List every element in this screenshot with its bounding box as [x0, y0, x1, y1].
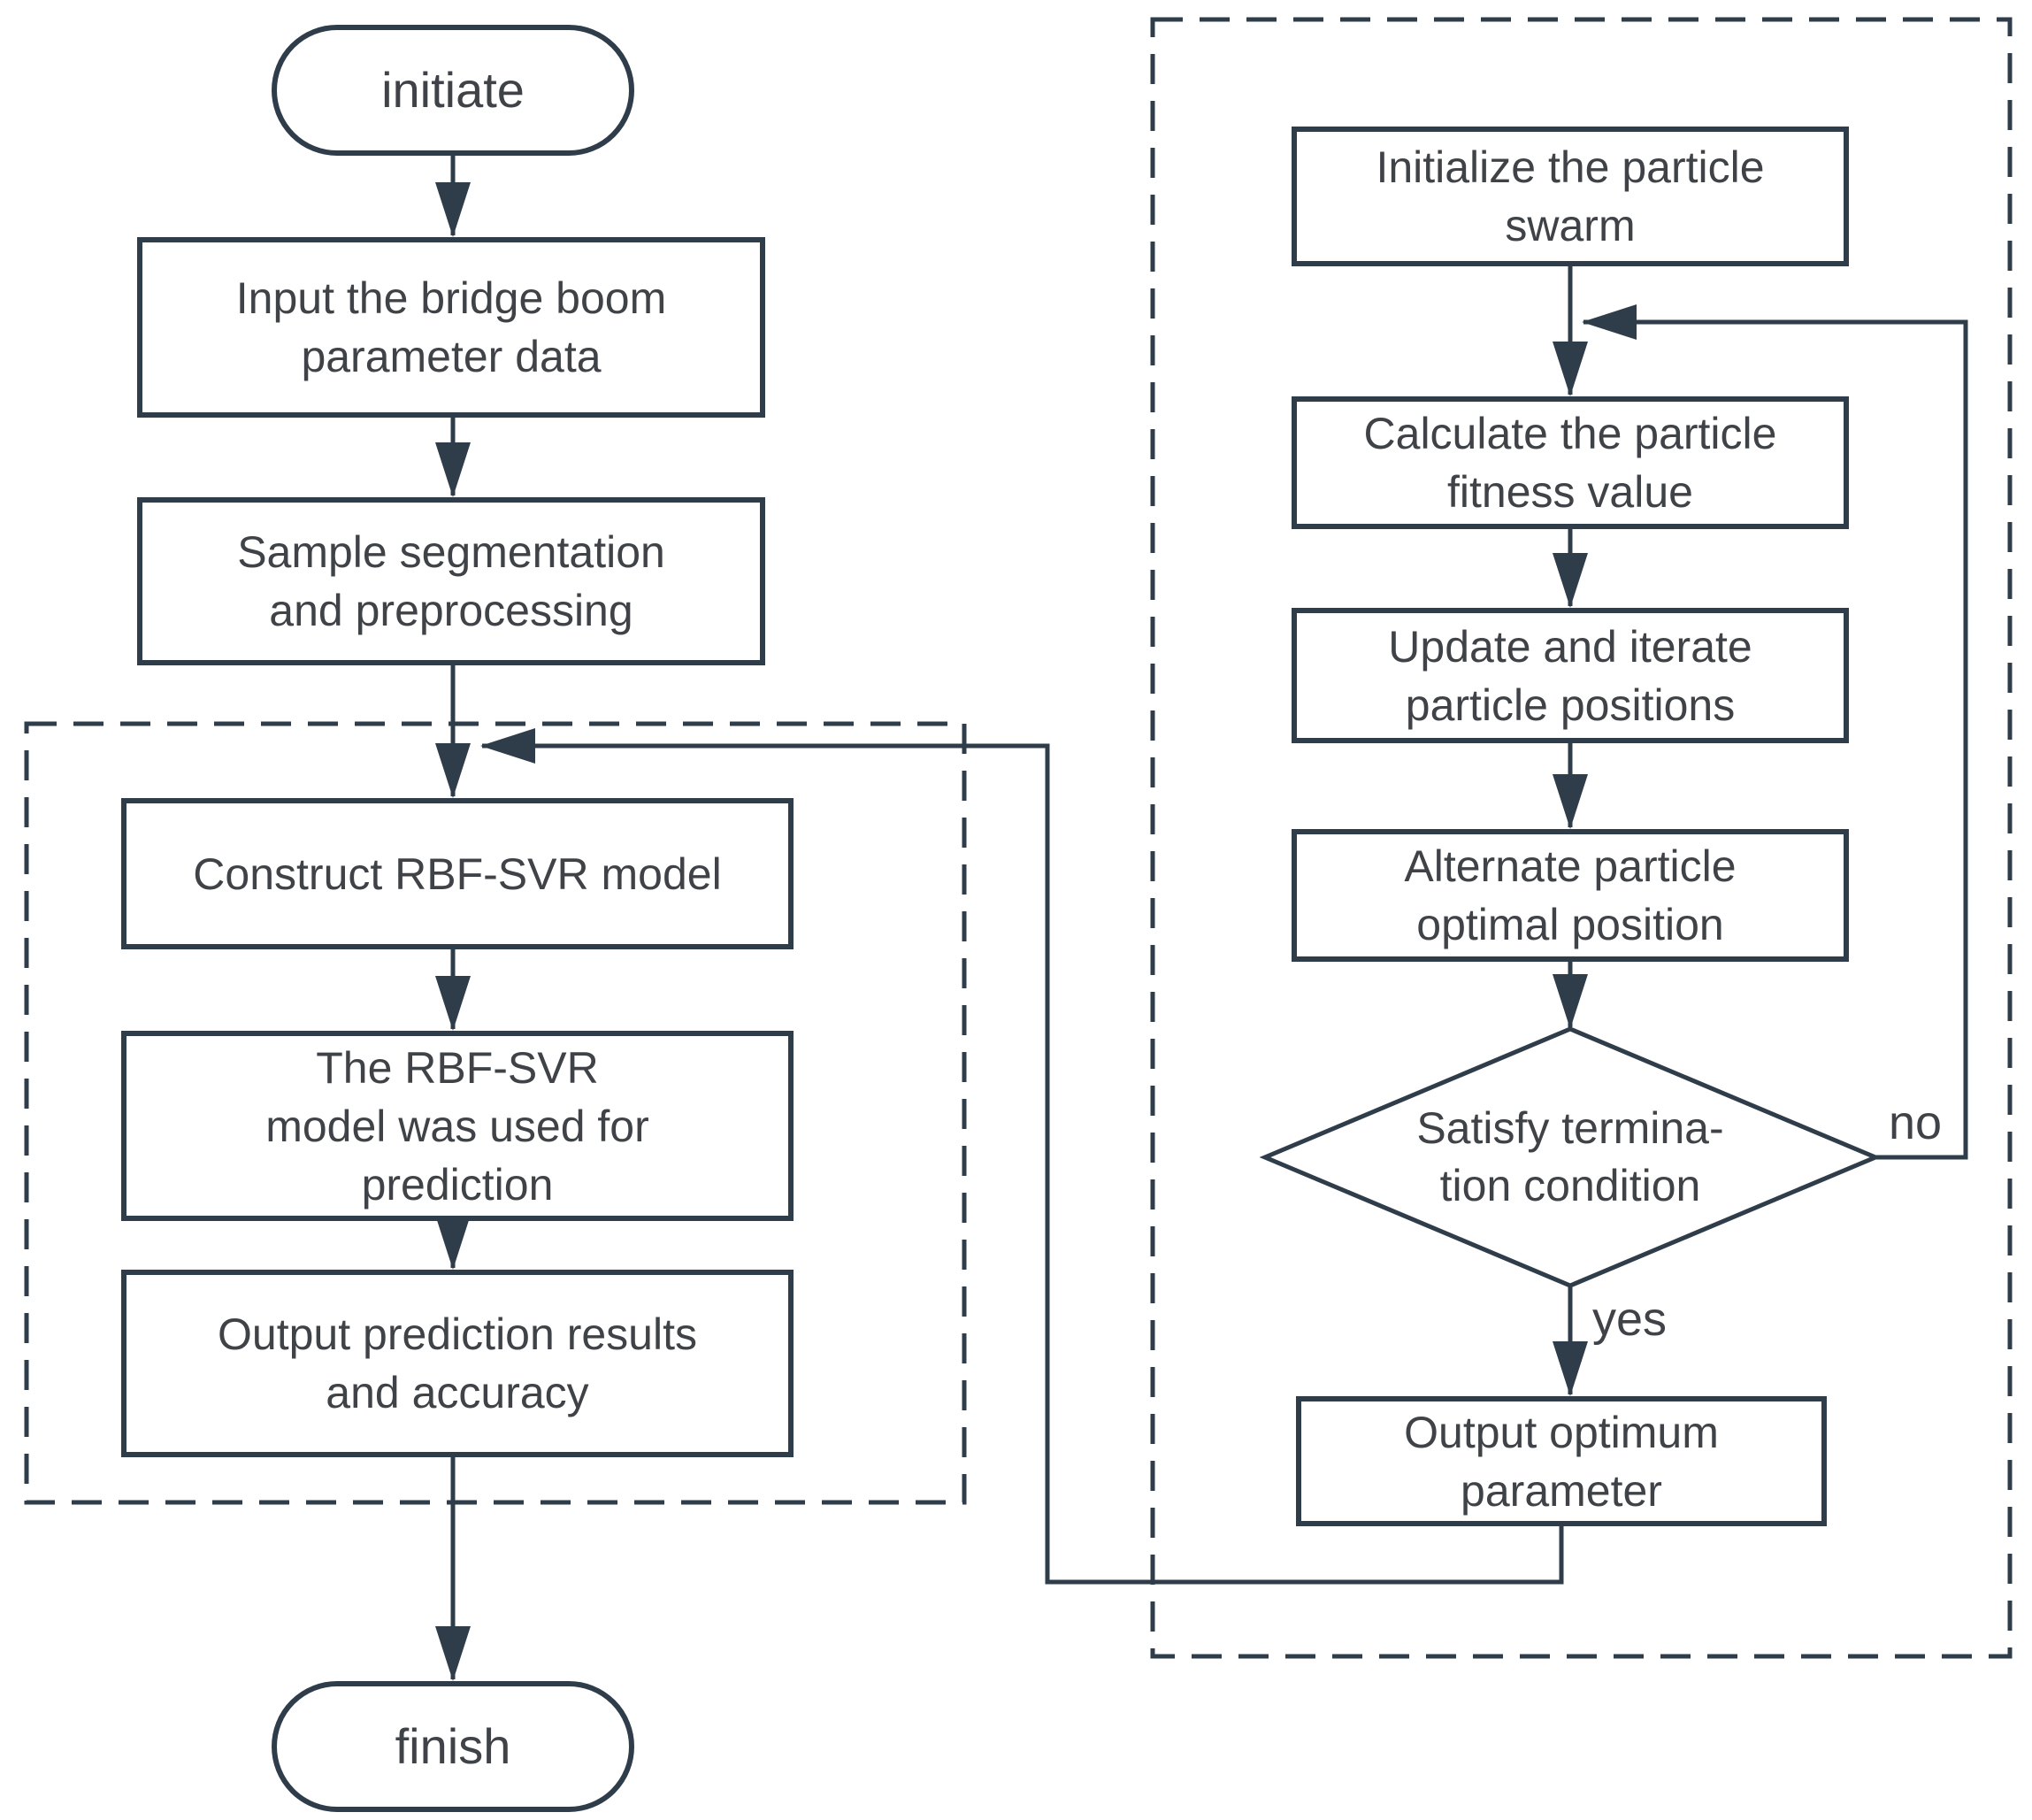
- label-yes: yes: [1592, 1293, 1668, 1346]
- node-construct-model-label: Construct RBF-SVR model: [193, 849, 722, 899]
- node-update-positions-label: Update and iterate particle positions: [1388, 621, 1752, 730]
- edge-no-loop: [1582, 304, 1968, 1160]
- node-output-optimum: Output optimum parameter: [1296, 1396, 1827, 1526]
- node-finish-label: finish: [395, 1718, 511, 1775]
- label-no: no: [1889, 1096, 1943, 1149]
- node-sample-segmentation: Sample segmentation and preprocessing: [137, 497, 765, 665]
- decision-diamond-shape: [1259, 1026, 1882, 1288]
- node-update-positions: Update and iterate particle positions: [1292, 608, 1849, 743]
- node-initialize-swarm: Initialize the particle swarm: [1292, 127, 1849, 266]
- pso-dashed-container: [1150, 17, 2013, 1659]
- node-alternate-position: Alternate particle optimal position: [1292, 829, 1849, 962]
- node-input-data-label: Input the bridge boom parameter data: [235, 273, 667, 381]
- node-initiate: initiate: [272, 25, 634, 156]
- node-alternate-position-label: Alternate particle optimal position: [1404, 841, 1737, 949]
- node-input-data: Input the bridge boom parameter data: [137, 237, 765, 418]
- node-output-prediction-label: Output prediction results and accuracy: [218, 1309, 697, 1417]
- node-initiate-label: initiate: [381, 62, 525, 119]
- node-model-prediction-label: The RBF-SVR model was used for predictio…: [265, 1042, 649, 1209]
- node-construct-model: Construct RBF-SVR model: [121, 798, 794, 949]
- node-calculate-fitness: Calculate the particle fitness value: [1292, 396, 1849, 529]
- node-initialize-swarm-label: Initialize the particle swarm: [1376, 142, 1765, 250]
- node-finish: finish: [272, 1681, 634, 1812]
- node-output-prediction: Output prediction results and accuracy: [121, 1270, 794, 1457]
- node-sample-segmentation-label: Sample segmentation and preprocessing: [237, 527, 665, 635]
- node-output-optimum-label: Output optimum parameter: [1404, 1407, 1719, 1516]
- node-calculate-fitness-label: Calculate the particle fitness value: [1363, 409, 1777, 517]
- edge-optimum-feedback: [480, 728, 1564, 1585]
- node-model-prediction: The RBF-SVR model was used for predictio…: [121, 1031, 794, 1221]
- svr-dashed-container: [24, 721, 967, 1505]
- node-satisfy-condition: Satisfy termina- tion condition: [1305, 1051, 1836, 1263]
- node-satisfy-condition-label: Satisfy termina- tion condition: [1416, 1103, 1724, 1210]
